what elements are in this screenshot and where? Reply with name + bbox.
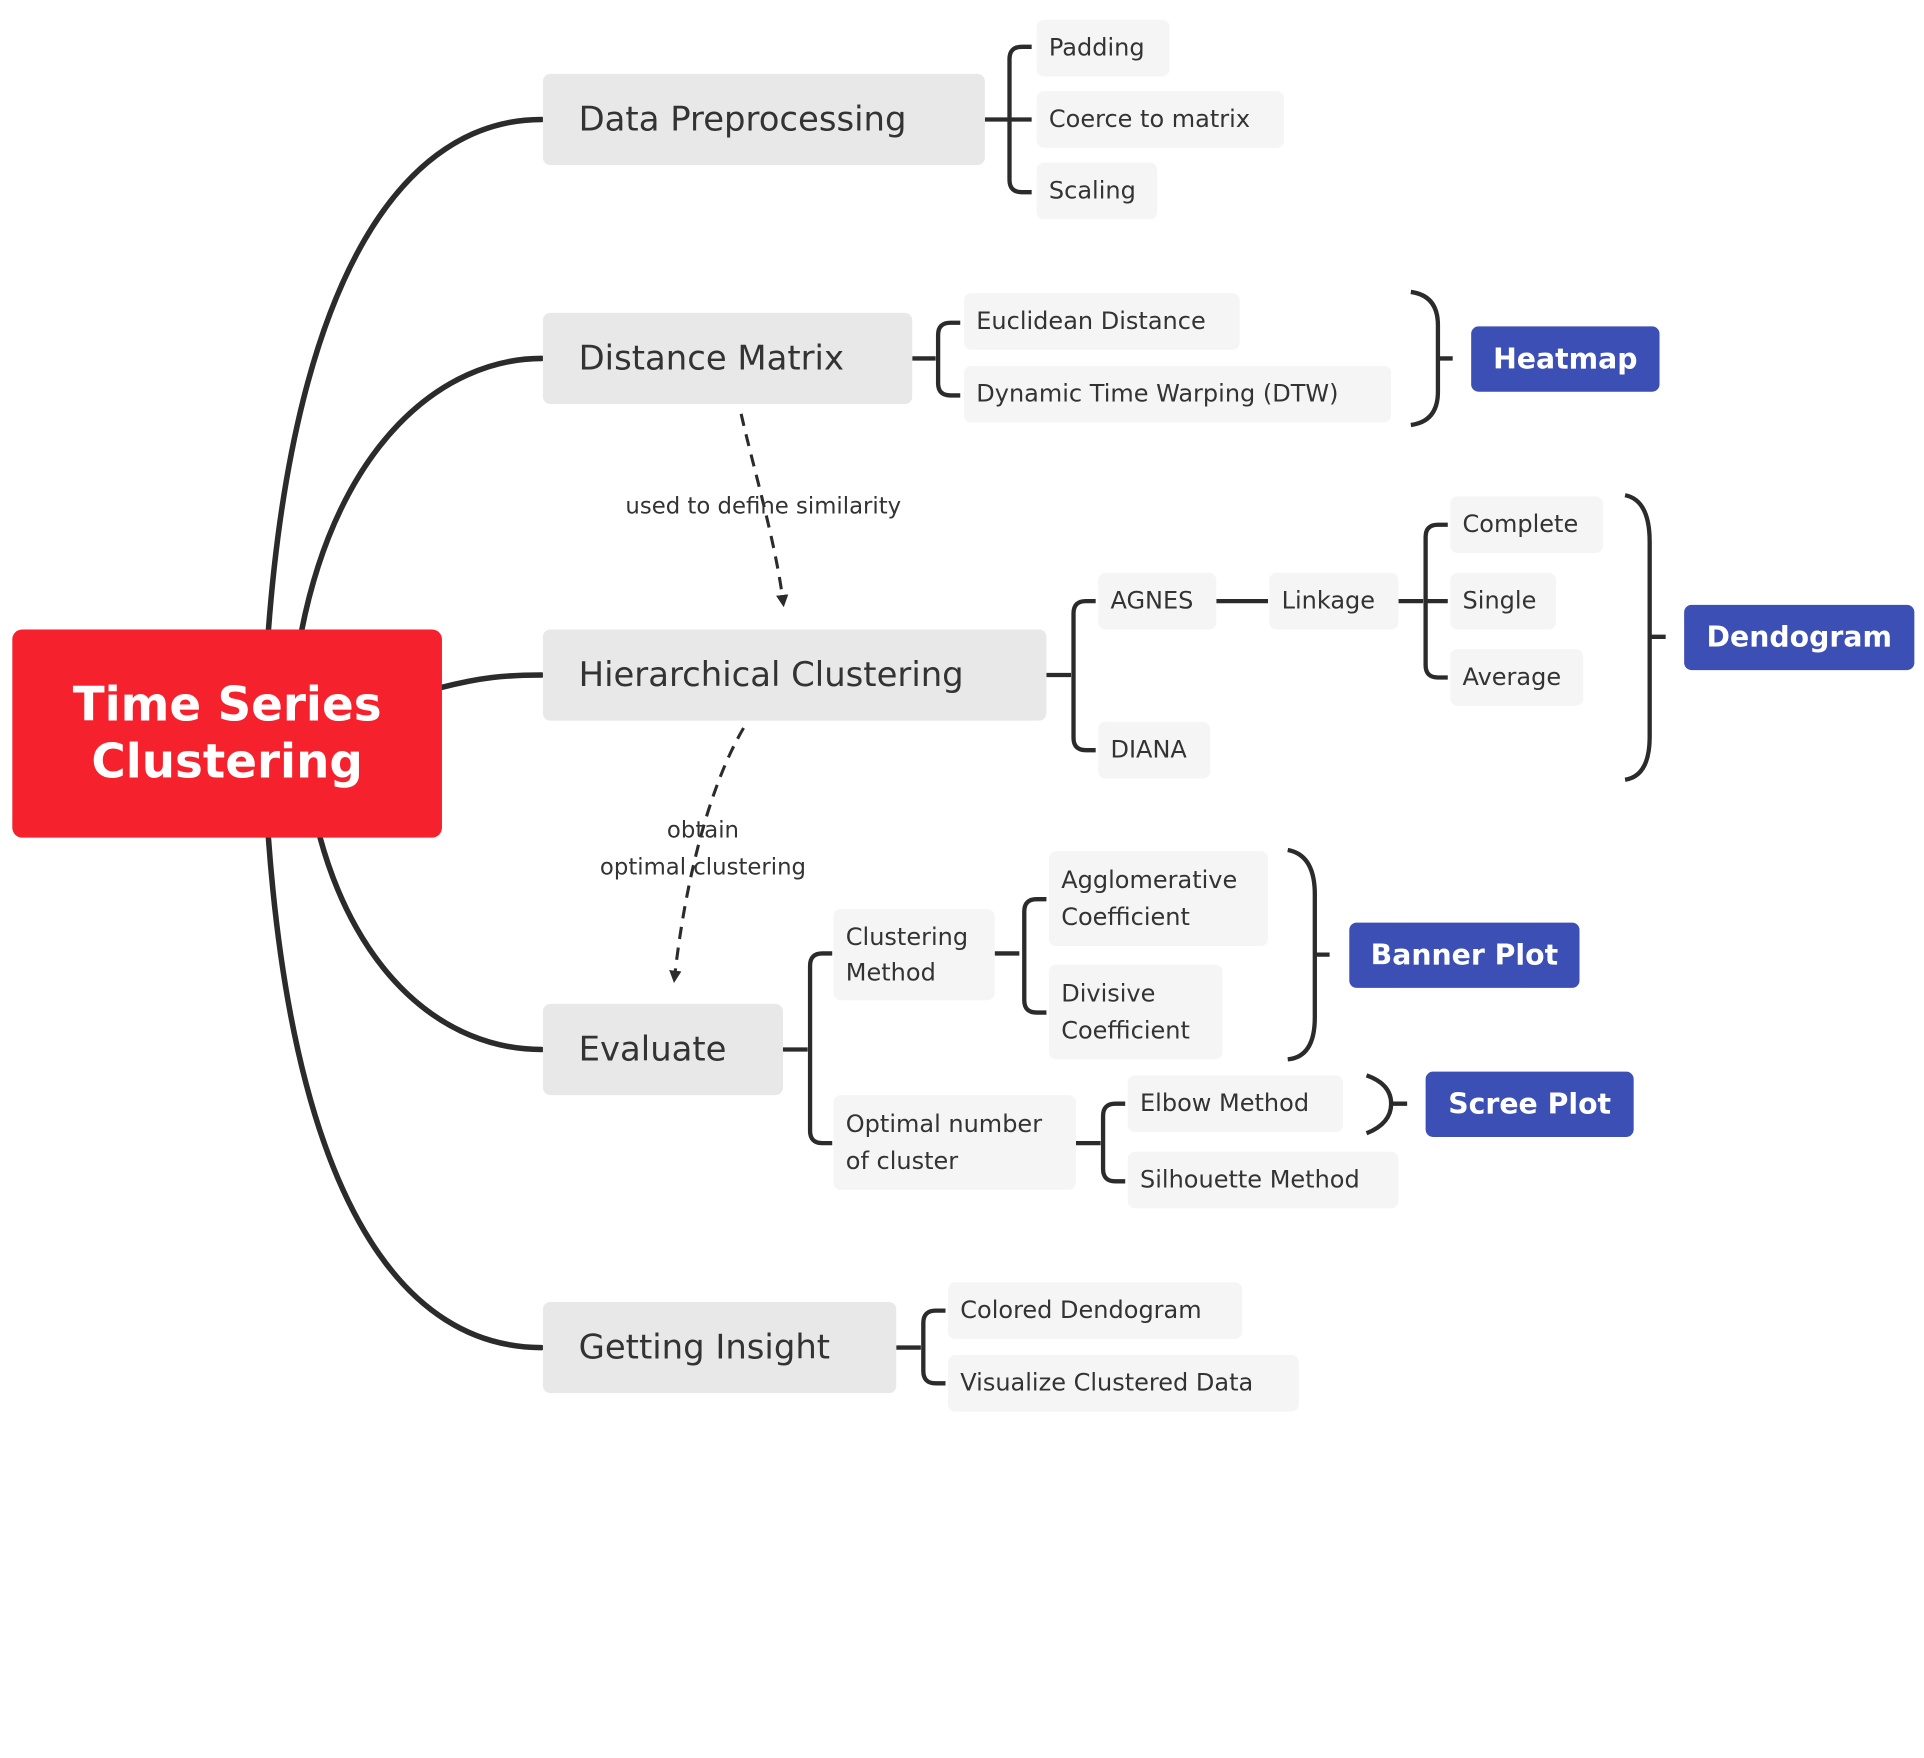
subtopic-label: Scaling [1048,176,1136,205]
bracket-getting-insight [896,1308,946,1386]
bracket-linkage [1398,522,1448,680]
bracket-data-preprocessing [984,44,1032,195]
subtopic-label: Coerce to matrix [1048,105,1251,134]
relation-text-line-1: obtain [666,817,739,844]
summary-dendogram[interactable]: Dendogram [1684,604,1915,671]
main-topic-data-preprocessing[interactable]: Data Preprocessing [542,73,985,166]
main-topic-label: Distance Matrix [578,338,845,379]
subtopic-label: Euclidean Distance [976,307,1206,336]
connector-root-hierarchical [439,672,545,691]
subtopic-diana[interactable]: DIANA [1098,721,1211,779]
summary-banner-plot[interactable]: Banner Plot [1349,922,1580,988]
summary-brace-dendogram [1624,493,1666,782]
subtopic-label: Single [1462,586,1537,616]
relation-label-optimal: obtain optimal clustering [568,813,839,886]
subtopic-label: Colored Dendogram [960,1296,1202,1325]
main-topic-label: Getting Insight [578,1327,831,1368]
relation-label-similarity: used to define similarity [591,489,936,525]
bracket-clustering-method [994,897,1047,1015]
subtopic-dtw[interactable]: Dynamic Time Warping (DTW) [963,365,1392,423]
subtopic-divisive-coefficient[interactable]: Divisive Coefficient [1048,964,1223,1060]
root-title-line-1: Time Series [72,677,382,732]
subtopic-label-line-1: Optimal number [845,1110,1043,1139]
subtopic-label: Visualize Clustered Data [960,1368,1254,1398]
subtopic-agglomerative-coefficient[interactable]: Agglomerative Coefficient [1048,851,1269,947]
subtopic-label-line-1: Clustering [845,922,969,951]
summary-label: Dendogram [1706,621,1892,654]
subtopic-linkage[interactable]: Linkage [1269,572,1399,630]
bracket-evaluate [782,951,833,1146]
summary-label: Banner Plot [1370,939,1559,972]
summary-label: Scree Plot [1448,1088,1612,1121]
subtopic-label-line-1: Divisive [1061,979,1156,1008]
subtopic-coerce-to-matrix[interactable]: Coerce to matrix [1036,91,1285,148]
summary-brace-scree-plot [1365,1073,1408,1136]
main-topic-label: Hierarchical Clustering [578,655,964,695]
subtopic-label: Average [1462,663,1562,692]
subtopic-label: Dynamic Time Warping (DTW) [976,379,1339,409]
root-title-line-2: Clustering [91,733,363,788]
subtopic-label: AGNES [1110,586,1194,616]
connector-root-distance-matrix [298,355,545,634]
root-topic[interactable]: Time Series Clustering [12,629,442,838]
subtopic-scaling[interactable]: Scaling [1036,162,1158,220]
subtopic-padding[interactable]: Padding [1036,19,1170,77]
subtopic-label: DIANA [1110,735,1187,765]
summary-brace-heatmap [1410,289,1453,428]
subtopic-elbow-method[interactable]: Elbow Method [1127,1075,1344,1133]
subtopic-euclidean-distance[interactable]: Euclidean Distance [963,293,1240,350]
subtopic-label-line-1: Agglomerative [1061,866,1238,895]
main-topic-getting-insight[interactable]: Getting Insight [542,1302,897,1394]
subtopic-optimal-number-of-cluster[interactable]: Optimal number of cluster [833,1095,1076,1190]
main-topic-label: Data Preprocessing [578,99,907,140]
summary-label: Heatmap [1493,343,1638,376]
subtopic-label: Linkage [1281,586,1376,616]
relation-arrow-similarity [739,413,789,608]
main-topic-distance-matrix[interactable]: Distance Matrix [542,312,913,405]
subtopic-agnes[interactable]: AGNES [1098,572,1217,630]
main-topic-evaluate[interactable]: Evaluate [542,1003,783,1096]
connector-root-evaluate [317,834,545,1053]
subtopic-complete[interactable]: Complete [1450,496,1603,554]
subtopic-label-line-2: Coefficient [1061,902,1190,931]
subtopic-average[interactable]: Average [1450,649,1584,706]
subtopic-visualize-clustered-data[interactable]: Visualize Clustered Data [947,1354,1299,1412]
relation-text-line-2: optimal clustering [599,854,806,881]
bracket-optimal-number [1075,1101,1126,1184]
subtopic-clustering-method[interactable]: Clustering Method [833,909,995,1001]
summary-scree-plot[interactable]: Scree Plot [1425,1071,1634,1137]
subtopic-label: Padding [1048,33,1145,63]
connector-root-getting-insight [265,834,545,1351]
subtopic-silhouette-method[interactable]: Silhouette Method [1127,1151,1399,1209]
subtopic-label: Complete [1462,510,1579,539]
subtopic-label-line-2: Coefficient [1061,1015,1190,1044]
subtopic-label-line-2: of cluster [845,1146,959,1175]
subtopic-label-line-2: Method [845,958,936,987]
bracket-distance-matrix [912,320,961,398]
connector-layer [265,44,1666,1386]
subtopic-label: Elbow Method [1139,1089,1310,1118]
summary-heatmap[interactable]: Heatmap [1471,326,1660,392]
summary-brace-banner-plot [1287,847,1330,1062]
relation-text: used to define similarity [625,493,902,520]
main-topic-label: Evaluate [578,1029,727,1070]
connector-root-data-preprocessing [265,116,545,634]
subtopic-colored-dendogram[interactable]: Colored Dendogram [947,1282,1243,1339]
subtopic-label: Silhouette Method [1139,1165,1360,1195]
bracket-hierarchical [1046,598,1096,753]
main-topic-hierarchical-clustering[interactable]: Hierarchical Clustering [542,629,1047,721]
relation-arrow-optimal [669,727,745,983]
subtopic-single[interactable]: Single [1450,572,1557,630]
